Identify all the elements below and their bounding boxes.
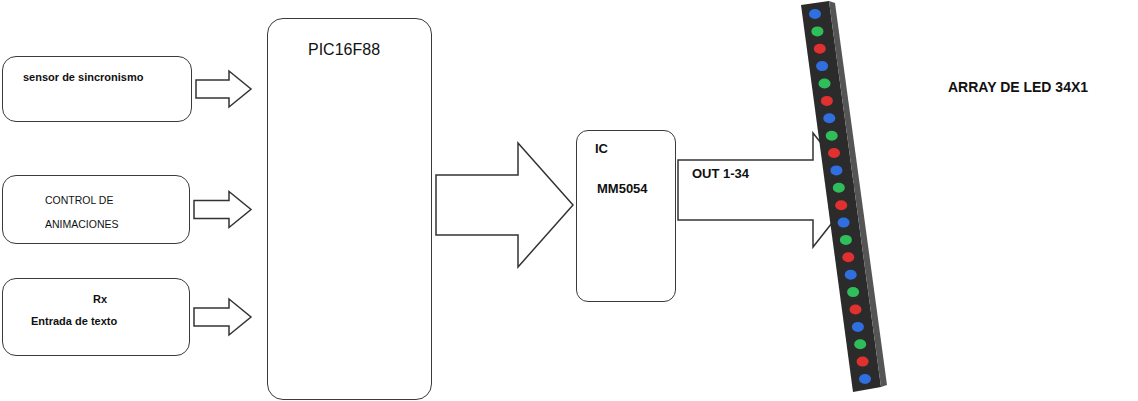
microcontroller-box: PIC16F88 [267, 18, 432, 400]
driver-ic-box: IC MM5054 [576, 130, 676, 302]
led-bar-side [829, 1, 887, 387]
node-text: Rx [93, 293, 107, 305]
block-arrow [196, 71, 251, 107]
input-box: sensor de sincronismo [2, 56, 192, 122]
node-text: sensor de sincronismo [23, 71, 143, 83]
input-box: CONTROL DE ANIMACIONES [2, 175, 190, 244]
block-arrow [194, 299, 251, 335]
input-box: RxEntrada de texto [2, 278, 190, 356]
node-text: MM5054 [597, 181, 648, 196]
node-text: IC [595, 141, 608, 156]
node-text: ARRAY DE LED 34X1 [948, 79, 1088, 95]
edge-label: OUT 1-34 [690, 166, 751, 181]
led-array-node: ARRAY DE LED 34X1 [858, 2, 1103, 394]
node-text: CONTROL DE ANIMACIONES [45, 188, 145, 236]
block-arrow [194, 192, 251, 228]
node-text: Entrada de texto [31, 315, 117, 327]
led-dots [809, 9, 871, 384]
node-text: PIC16F88 [308, 41, 380, 59]
block-arrow [436, 143, 573, 267]
